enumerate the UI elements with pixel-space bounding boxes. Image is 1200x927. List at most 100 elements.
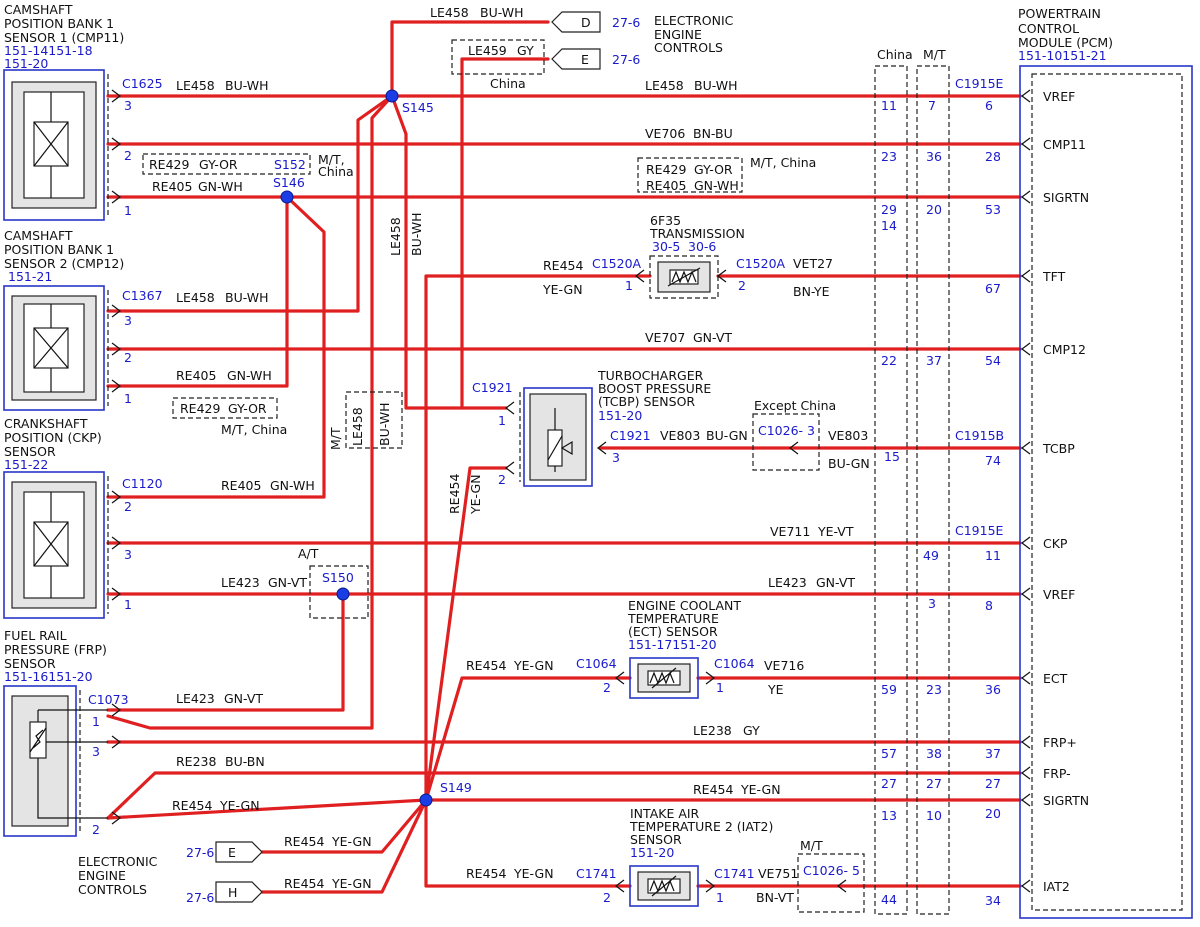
connector-c1520a-right: C1520A <box>736 256 786 271</box>
china-pin: 14 <box>881 218 897 233</box>
pcm-signal-cmp11: CMP11 <box>1043 137 1086 152</box>
pin: 2 <box>738 278 746 293</box>
page-ref-d-target: 27-6 <box>612 15 640 30</box>
pcm-pin: 74 <box>985 453 1001 468</box>
pcm-pin: 27 <box>985 776 1001 791</box>
wire-label: BN-VT <box>756 890 794 905</box>
ect-name-1: ENGINE COOLANT <box>628 598 741 613</box>
option-label: China <box>318 164 354 179</box>
connector-c1064-right: C1064 <box>714 656 755 671</box>
option-label: China <box>490 76 526 91</box>
wire-label: BU-WH <box>225 78 269 93</box>
pcm-pin: 28 <box>985 149 1001 164</box>
bottom-page-refs: E 27-6 H 27-6 RE454 YE-GN RE454 YE-GN <box>186 834 372 905</box>
pcm-name-3: MODULE (PCM) <box>1018 35 1113 50</box>
tcbp-name-3: (TCBP) SENSOR <box>598 394 695 409</box>
pcm-signal-tcbp: TCBP <box>1042 441 1075 456</box>
splice-s146 <box>280 190 294 204</box>
mt-pin: 36 <box>926 149 942 164</box>
mt-pin: 49 <box>923 548 939 563</box>
tcbp-ref: 151-20 <box>598 408 642 423</box>
wire-label: RE454 <box>284 834 324 849</box>
pin: 1 <box>625 278 633 293</box>
pin: 1 <box>716 680 724 695</box>
china-pin: 11 <box>881 98 897 113</box>
option-label: A/T <box>298 546 319 561</box>
eec-bottom-name-2: ENGINE <box>78 868 126 883</box>
wire-label: YE-GN <box>740 782 781 797</box>
iat2-name-2: TEMPERATURE 2 (IAT2) <box>629 819 773 834</box>
wire-le423-frp <box>106 592 345 712</box>
ect-ref: 151-17151-20 <box>628 637 717 652</box>
connector-c1026-5: C1026- 5 <box>803 863 860 878</box>
wire-label: LE238 <box>693 723 732 738</box>
wire-label: RE429 <box>646 162 686 177</box>
pcm-pin: 37 <box>985 746 1001 761</box>
wire-label: RE454 <box>693 782 733 797</box>
cmp12-name-3: SENSOR 2 (CMP12) <box>4 256 124 271</box>
pin: 1 <box>124 391 132 406</box>
frp-ref: 151-16151-20 <box>4 669 93 684</box>
splice-label-s146: S146 <box>273 175 305 190</box>
ect-sensor: ENGINE COOLANT TEMPERATURE (ECT) SENSOR … <box>466 598 804 699</box>
wire-label: VE711 <box>770 524 810 539</box>
pcm-signal-cmp12: CMP12 <box>1043 342 1086 357</box>
pin: 2 <box>603 890 611 905</box>
option-label: M/T, China <box>221 422 287 437</box>
mt-column-label: M/T <box>923 47 946 62</box>
mt-pin: 38 <box>926 746 942 761</box>
wire-label: GY-OR <box>228 401 267 416</box>
connector-c1625: C1625 <box>122 76 163 91</box>
wire-label: GN-VT <box>816 575 855 590</box>
frp-sensor: FUEL RAIL PRESSURE (FRP) SENSOR 151-1615… <box>3 628 158 897</box>
china-pin: 15 <box>884 449 900 464</box>
cmp11-sensor: CAMSHAFT POSITION BANK 1 SENSOR 1 (CMP11… <box>3 2 163 221</box>
pin: 2 <box>124 499 132 514</box>
wire-label: BU-WH <box>480 5 524 20</box>
wire-label: RE454 <box>466 658 506 673</box>
iat2-name-1: INTAKE AIR <box>630 806 700 821</box>
pin: 1 <box>124 203 132 218</box>
wire-label-vertical: BU-WH <box>377 403 392 447</box>
pin: 2 <box>124 148 132 163</box>
wire-label: LE423 <box>221 575 260 590</box>
wire-label: VET27 <box>793 256 833 271</box>
cmp12-ref: 151-21 <box>8 269 52 284</box>
pin: 2 <box>92 822 100 837</box>
wire-label: VE716 <box>764 658 804 673</box>
wire-label: RE454 <box>172 798 212 813</box>
pin: 3 <box>92 744 100 759</box>
wire-label: GY <box>743 723 760 738</box>
splice-label-s149: S149 <box>440 780 472 795</box>
eec-top-name-3: CONTROLS <box>654 40 723 55</box>
frp-name-1: FUEL RAIL <box>4 628 67 643</box>
splice-label-s152: S152 <box>274 157 306 172</box>
wire-label-vertical: RE454 <box>447 474 462 514</box>
china-pin: 23 <box>881 149 897 164</box>
wire-label: RE405 <box>152 179 192 194</box>
connector-c1120: C1120 <box>122 476 163 491</box>
mt-pin: 23 <box>926 682 942 697</box>
page-ref-d: D <box>581 15 591 30</box>
wire-label: RE405 <box>221 478 261 493</box>
mt-pin: 37 <box>926 353 942 368</box>
top-wire-labels: LE458 BU-WH LE459 GY China LE458 BU-WH L… <box>142 5 816 257</box>
eec-top-name-1: ELECTRONIC <box>654 13 734 28</box>
connector-c1741-right: C1741 <box>714 866 755 881</box>
wires <box>106 20 1022 894</box>
pcm-pin: 6 <box>985 98 993 113</box>
pcm-pin: 54 <box>985 353 1001 368</box>
ckp-ref: 151-22 <box>4 457 48 472</box>
wire-label: GN-WH <box>694 178 739 193</box>
china-pin: 29 <box>881 202 897 217</box>
wire-re454-frp <box>106 798 428 820</box>
option-label: M/T, China <box>750 155 816 170</box>
wire-label: LE458 <box>176 78 215 93</box>
wire-label-vertical: BU-WH <box>409 213 424 257</box>
pcm-pin-arrows <box>1021 89 1031 893</box>
wire-label: RE405 <box>176 368 216 383</box>
china-pin: 44 <box>881 892 897 907</box>
page-ref-e-bottom: E <box>228 845 236 860</box>
frp-wire-labels: LE423 GN-VT LE238 GY RE238 BU-BN RE454 Y… <box>172 691 781 813</box>
